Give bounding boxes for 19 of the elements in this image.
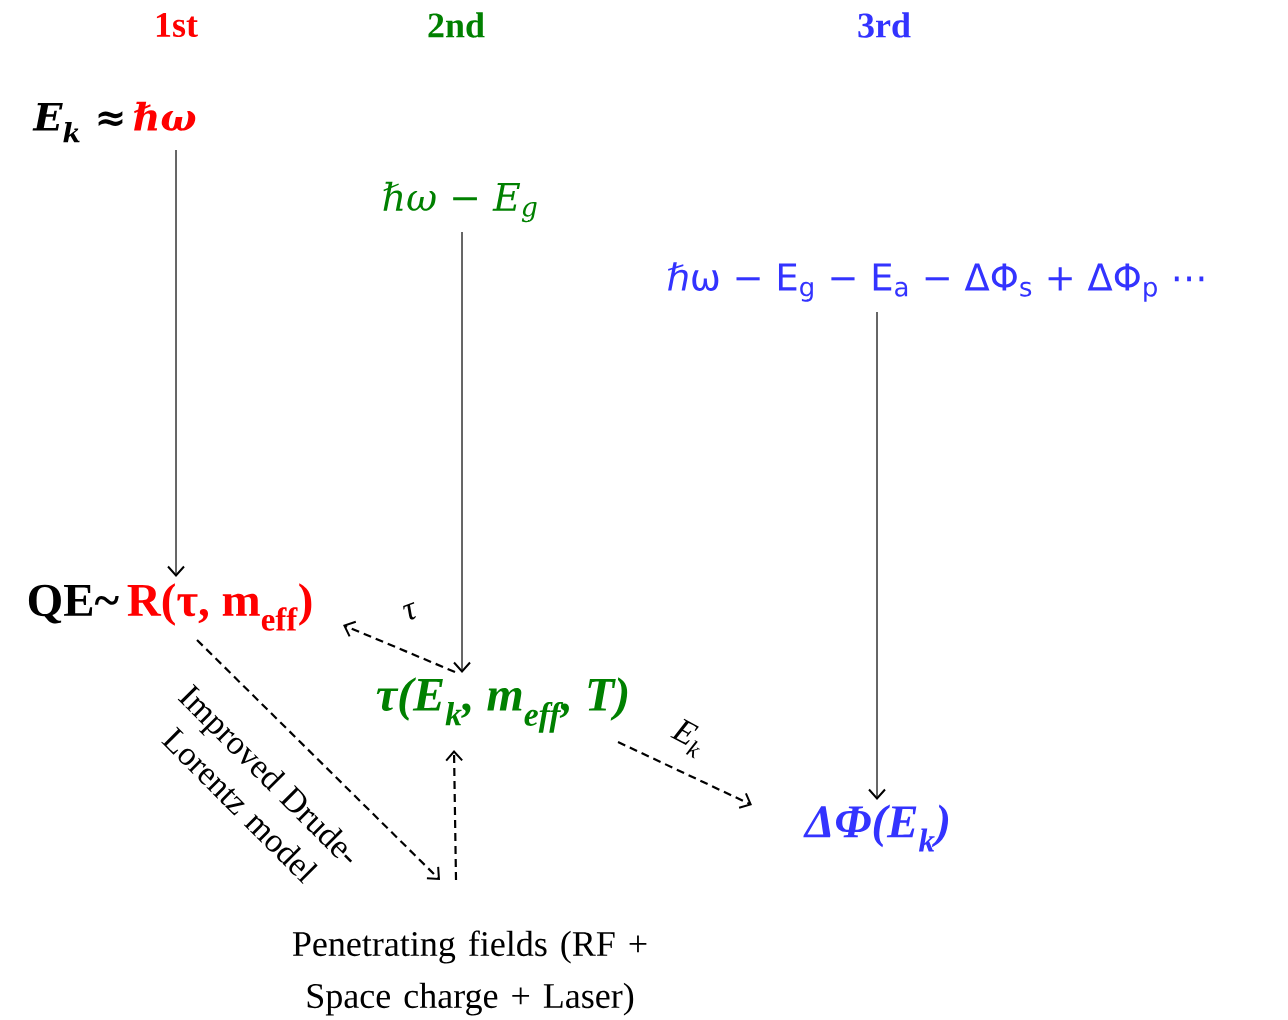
- arrow: [167, 149, 185, 577]
- arrow: [453, 231, 471, 673]
- formula-text: ℏω − E$_{g}$: [383, 181, 537, 223]
- arrow: [868, 311, 886, 800]
- arrow: [343, 620, 456, 673]
- formula-text: Penetrating fields (RF + Space charge + Laser): [292, 930, 647, 1016]
- column-heading: 3rd: [858, 12, 911, 38]
- arrow: [196, 639, 440, 880]
- formula-text: QE~ R(τ, m$_{eff}$): [28, 583, 312, 631]
- column-heading: 1st: [156, 12, 198, 38]
- formula-text: E$_{k}$ ≈ ℏω: [32, 101, 196, 143]
- edge-label: E$_{k}$: [670, 718, 700, 759]
- arrow: [617, 741, 752, 809]
- column-heading: 2nd: [428, 12, 485, 38]
- edge-label: τ: [403, 602, 416, 620]
- formula-text: ℏω − E$_{g}$ − E$_{a}$ − ΔΦ$_{s}$ + ΔΦ$_{p}$ ⋯: [668, 262, 1204, 302]
- formula-text: ΔΦ(E$_{k}$): [803, 804, 949, 852]
- arrow: [445, 750, 464, 880]
- formula-text: τ(E$_{k}$, m$_{eff}$, T): [376, 677, 628, 733]
